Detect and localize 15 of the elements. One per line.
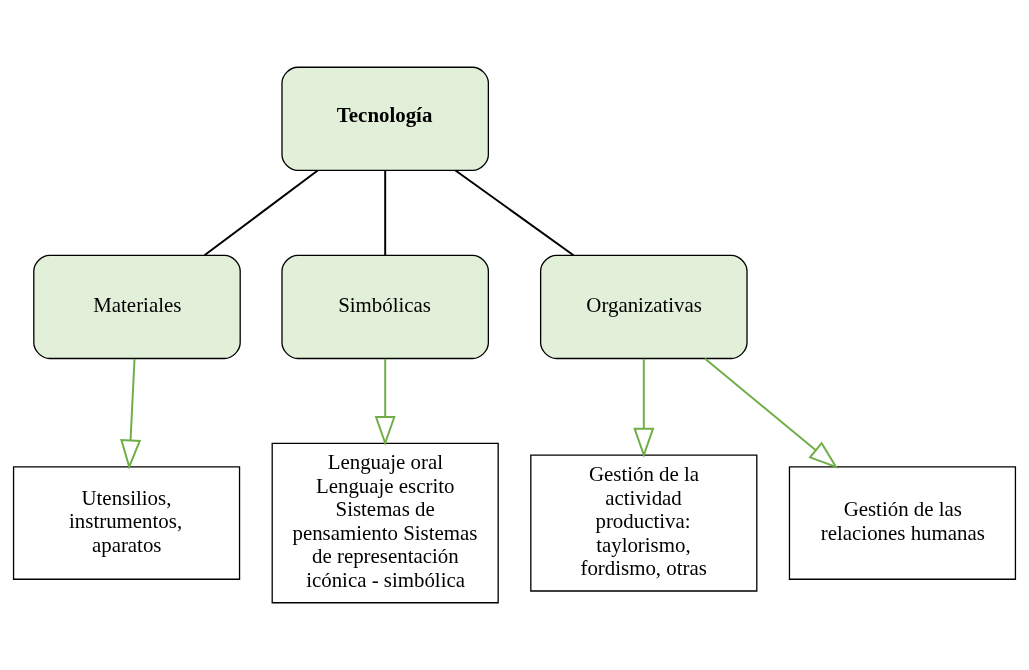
node-box: Gestión de la actividad productiva: taylorismo, fordismo, otras [530,454,758,592]
node-box: Simbólicas [281,254,490,360]
node-box: Utensilios, instrumentos, aparatos [12,466,241,580]
node-box: Gestión de las relaciones humanas [788,466,1017,580]
node-box: Tecnología [281,66,490,172]
node-box: Organizativas [539,254,748,360]
connector [454,169,575,257]
connector [384,169,387,256]
connector [203,169,319,257]
arrow [120,357,142,470]
node-box: Materiales [33,254,241,360]
arrow [703,357,839,469]
node-box: Lenguaje oral Lenguaje escrito Sistemas de pensamiento Sistemas de representación icónica - simbólica [271,442,499,604]
arrow [374,357,396,447]
arrow [633,357,655,458]
